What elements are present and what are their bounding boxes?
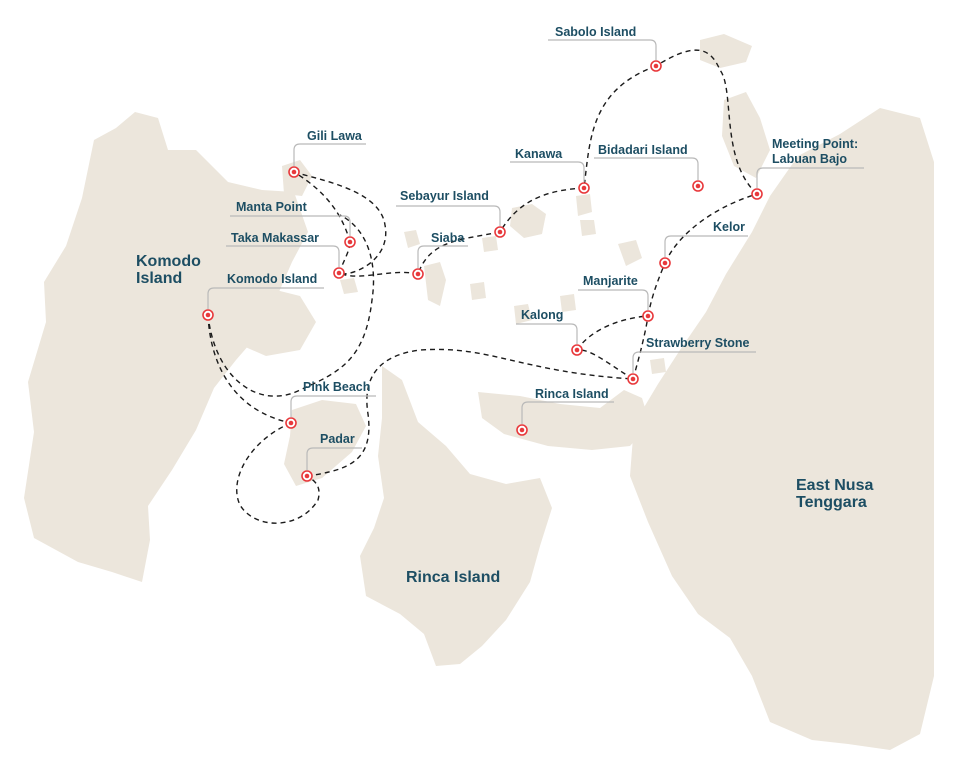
marker-kelor[interactable] bbox=[659, 257, 671, 269]
leader-manjarite bbox=[578, 289, 649, 310]
siaba-land bbox=[424, 262, 446, 306]
label-kalong: Kalong bbox=[521, 308, 563, 322]
label-pink-beach: Pink Beach bbox=[303, 380, 370, 394]
route-labuanbajo-sabolo bbox=[655, 49, 758, 195]
leader-padar bbox=[306, 447, 362, 470]
route-kalong-manjarite bbox=[576, 315, 649, 351]
rinca-island-land bbox=[360, 366, 552, 666]
islet-2 bbox=[470, 282, 486, 300]
stop-markers bbox=[202, 60, 763, 482]
sabolo-land bbox=[700, 34, 752, 68]
marker-padar[interactable] bbox=[301, 470, 313, 482]
route-sebayur-siaba bbox=[417, 231, 501, 275]
marker-gili-lawa[interactable] bbox=[288, 166, 300, 178]
marker-manta-point[interactable] bbox=[344, 236, 356, 248]
label-kelor: Kelor bbox=[713, 220, 745, 234]
leader-siaba bbox=[417, 245, 468, 268]
marker-kalong[interactable] bbox=[571, 344, 583, 356]
marker-strawberry-stone[interactable] bbox=[627, 373, 639, 385]
route-siaba-takamakassar bbox=[338, 271, 419, 277]
label-strawberry-stone: Strawberry Stone bbox=[646, 336, 750, 350]
label-padar: Padar bbox=[320, 432, 355, 446]
islet-1 bbox=[404, 230, 420, 248]
leader-taka-makassar bbox=[226, 245, 340, 267]
leader-sabolo bbox=[548, 39, 657, 60]
islet-4 bbox=[560, 294, 576, 312]
leader-gili-lawa bbox=[293, 143, 366, 166]
label-komodo-island: Komodo Island bbox=[227, 272, 317, 286]
route-strawberry-manjarite bbox=[632, 315, 649, 380]
route-padar-strawberry bbox=[306, 348, 634, 477]
route-lines bbox=[207, 49, 758, 524]
leader-rinca-stop bbox=[521, 401, 614, 424]
leader-kelor bbox=[664, 235, 748, 257]
sebayur-land bbox=[510, 204, 546, 238]
marker-rinca-stop[interactable] bbox=[516, 424, 528, 436]
leader-strawberry-stone bbox=[632, 351, 756, 373]
gili-lawa-land bbox=[282, 160, 312, 196]
land-masses bbox=[24, 34, 934, 750]
label-bidadari: Bidadari Island bbox=[598, 143, 688, 157]
region-label-rinca: Rinca Island bbox=[406, 569, 500, 586]
flores-mainland bbox=[630, 108, 934, 750]
leader-kalong bbox=[516, 323, 578, 344]
label-kanawa: Kanawa bbox=[515, 147, 563, 161]
label-manta-point: Manta Point bbox=[236, 200, 308, 214]
kelor-land bbox=[618, 240, 642, 266]
marker-kanawa[interactable] bbox=[578, 182, 590, 194]
marker-bidadari[interactable] bbox=[692, 180, 704, 192]
marker-manjarite[interactable] bbox=[642, 310, 654, 322]
route-gililawa-loop bbox=[293, 171, 387, 275]
marker-labuan-bajo[interactable] bbox=[751, 188, 763, 200]
leader-labuan-bajo bbox=[756, 167, 864, 188]
islet-5 bbox=[580, 220, 596, 236]
route-komodo-down bbox=[207, 214, 375, 397]
marker-siaba[interactable] bbox=[412, 268, 424, 280]
padar-land bbox=[284, 400, 366, 486]
leader-manta-point bbox=[230, 215, 351, 236]
label-sebayur: Sebayur Island bbox=[400, 189, 489, 203]
route-manjarite-kelor bbox=[647, 262, 666, 317]
marker-komodo-island[interactable] bbox=[202, 309, 214, 321]
leader-pink-beach bbox=[290, 395, 376, 417]
route-pinkbeach-padar bbox=[236, 422, 320, 524]
label-labuan-bajo: Meeting Point:Labuan Bajo bbox=[772, 137, 858, 166]
islet-6 bbox=[482, 236, 498, 252]
leader-komodo-island bbox=[207, 287, 324, 309]
route-kelor-labuanbajo bbox=[664, 193, 758, 264]
leader-bidadari bbox=[594, 157, 699, 180]
route-mantapoint-gililawa bbox=[293, 171, 351, 243]
islet-8 bbox=[650, 358, 666, 374]
leader-lines bbox=[207, 39, 864, 470]
route-komodo-pinkbeach bbox=[207, 314, 292, 424]
label-siaba: Siaba bbox=[431, 231, 465, 245]
islet-3 bbox=[514, 304, 532, 324]
stop-labels: Sabolo Island Gili Lawa Kanawa Bidadari … bbox=[227, 25, 858, 446]
label-manjarite: Manjarite bbox=[583, 274, 638, 288]
marker-taka-makassar[interactable] bbox=[333, 267, 345, 279]
route-kanawa-sebayur bbox=[499, 187, 585, 233]
label-taka-makassar: Taka Makassar bbox=[231, 231, 319, 245]
label-sabolo: Sabolo Island bbox=[555, 25, 636, 39]
marker-pink-beach[interactable] bbox=[285, 417, 297, 429]
route-sabolo-kanawa bbox=[583, 65, 657, 189]
komodo-island-land bbox=[24, 112, 308, 582]
leader-kanawa bbox=[510, 161, 585, 182]
label-gili-lawa: Gili Lawa bbox=[307, 129, 363, 143]
marker-sebayur[interactable] bbox=[494, 226, 506, 238]
labuan-bajo-headland bbox=[722, 92, 770, 178]
route-strawberry-kalong bbox=[576, 349, 634, 380]
islet-7 bbox=[340, 278, 358, 294]
label-rinca-stop: Rinca Island bbox=[535, 387, 609, 401]
kanawa-land bbox=[576, 194, 592, 216]
komodo-east-lobe-land bbox=[210, 286, 316, 356]
leader-sebayur bbox=[396, 205, 501, 226]
marker-sabolo[interactable] bbox=[650, 60, 662, 72]
